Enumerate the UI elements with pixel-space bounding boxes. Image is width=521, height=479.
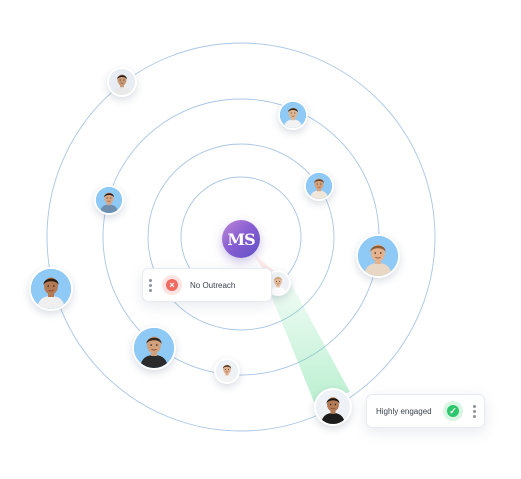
contact-avatar-engaged[interactable] (314, 388, 352, 426)
highly-engaged-card[interactable]: Highly engaged ✓ (366, 394, 485, 428)
person-photo-icon (134, 328, 174, 368)
contact-avatar-far-left[interactable] (29, 267, 73, 311)
contact-avatar-top-left[interactable] (107, 67, 137, 97)
orbit-ring-second (147, 143, 335, 331)
person-photo-icon (31, 269, 71, 309)
brand-logo: MS (222, 220, 260, 258)
person-photo-icon (109, 69, 135, 95)
contact-avatar-top-right[interactable] (278, 100, 308, 130)
contact-avatar-bottom[interactable] (214, 358, 240, 384)
kebab-menu-icon[interactable] (463, 404, 484, 418)
person-photo-icon (267, 272, 289, 294)
person-photo-icon (216, 360, 238, 382)
contact-avatar-right[interactable] (356, 234, 400, 278)
contact-avatar-mid-right[interactable] (304, 171, 334, 201)
person-photo-icon (96, 187, 122, 213)
contact-avatar-lower-left[interactable] (132, 326, 176, 370)
highly-engaged-status-icon: ✓ (443, 401, 463, 421)
person-photo-icon (306, 173, 332, 199)
contact-avatar-left[interactable] (94, 185, 124, 215)
no-outreach-label: No Outreach (190, 280, 236, 290)
engagement-beam (268, 278, 350, 402)
person-photo-icon (280, 102, 306, 128)
orbit-ring-outer (46, 42, 436, 432)
person-photo-icon (358, 236, 398, 276)
highly-engaged-label: Highly engaged (376, 406, 432, 416)
no-outreach-card[interactable]: × No Outreach (142, 268, 272, 302)
no-outreach-status-icon: × (162, 275, 182, 295)
person-photo-icon (316, 390, 350, 424)
kebab-menu-icon[interactable] (143, 278, 158, 292)
